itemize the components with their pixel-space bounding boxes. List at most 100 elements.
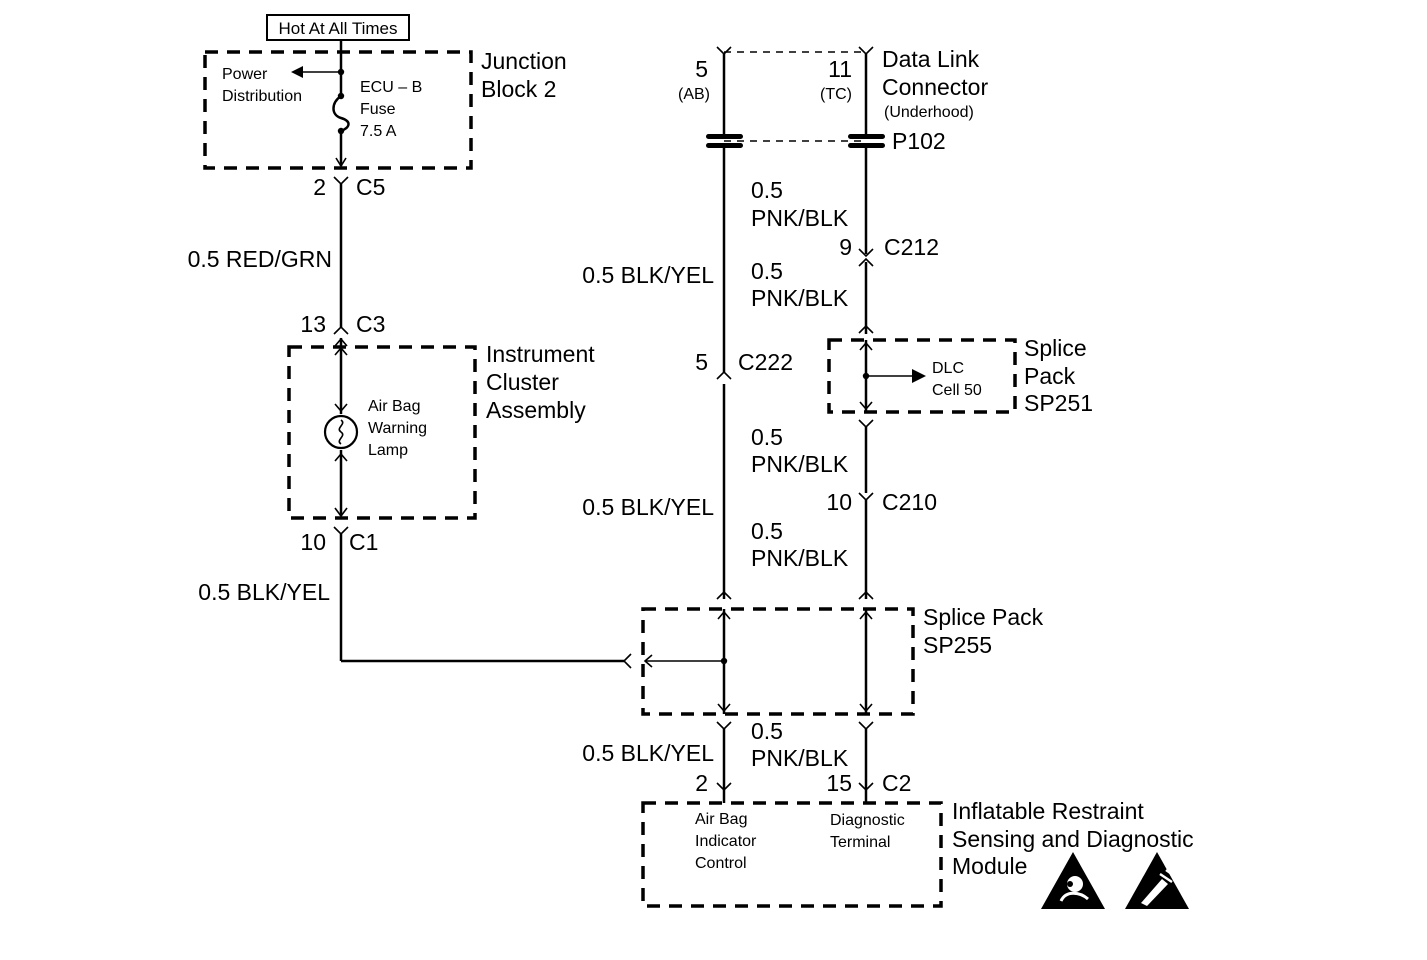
junction-block-box <box>203 50 473 170</box>
wire-pnk-blk-5-size: 0.5 <box>751 718 783 744</box>
sp251-dlc-label-1: DLC <box>932 360 964 377</box>
fuse-label-3: 7.5 A <box>360 123 397 140</box>
c5-connector-icon <box>333 176 349 186</box>
c3-pin: 13 <box>300 311 326 337</box>
sp255-title-1: Splice Pack <box>923 604 1044 630</box>
pin-arrow-icon <box>334 346 348 356</box>
wire-blk-yel-mid-label: 0.5 BLK/YEL <box>582 494 714 520</box>
wire-pnk-blk-1-color: PNK/BLK <box>751 205 849 231</box>
pin-arrow-icon <box>334 337 348 347</box>
pin-arrow-icon <box>858 590 874 600</box>
c212-pin: 9 <box>839 234 852 260</box>
wire-pnk-blk-3-size: 0.5 <box>751 424 783 450</box>
wire-pnk-blk-2-size: 0.5 <box>751 258 783 284</box>
dlc-cell-arrow-icon <box>912 369 926 383</box>
p102-connector-tc-icon <box>848 134 885 148</box>
wire-pnk-blk-5-color: PNK/BLK <box>751 745 849 771</box>
dlc-title-1: Data Link <box>882 46 980 72</box>
pin-arrow-icon <box>622 653 632 669</box>
dlc-label-ab: (AB) <box>678 86 710 103</box>
p102-connector-ab-icon <box>706 134 743 148</box>
module-title-3: Module <box>952 853 1027 879</box>
pin-arrow-icon <box>334 403 348 413</box>
hot-at-all-times-box <box>266 14 410 41</box>
p102-label: P102 <box>892 128 946 154</box>
c1-connector-icon <box>333 526 349 536</box>
sp255-title-2: SP255 <box>923 632 992 658</box>
c1-name: C1 <box>349 529 378 555</box>
wire-pnk-blk-4-color: PNK/BLK <box>751 545 849 571</box>
wire-pnk-blk-2-color: PNK/BLK <box>751 285 849 311</box>
c210-pin: 10 <box>826 489 852 515</box>
esd-warning-icon <box>1125 852 1189 909</box>
fuse-label-2: Fuse <box>360 101 396 118</box>
module-box <box>641 801 943 908</box>
pin-arrow-icon <box>858 324 874 334</box>
pin-arrow-icon <box>717 703 731 713</box>
c5-name: C5 <box>356 174 385 200</box>
junction-block-title-2: Block 2 <box>481 76 556 102</box>
sp251-title-1: Splice <box>1024 335 1087 361</box>
instrument-cluster-title-2: Cluster <box>486 369 559 395</box>
sp255-box <box>641 607 915 716</box>
fuse-icon <box>332 94 350 133</box>
dlc-pin-tc-icon <box>858 46 874 56</box>
hot-at-all-times-label: Hot At All Times <box>278 19 397 38</box>
instrument-cluster-title-3: Assembly <box>486 397 586 423</box>
wire-pnk-blk-4-size: 0.5 <box>751 518 783 544</box>
c210-connector-icon <box>858 492 874 502</box>
pin-arrow-icon <box>716 590 732 600</box>
wire-pnk-blk-1-size: 0.5 <box>751 177 783 203</box>
c212-connector-icon <box>858 257 874 267</box>
pin-arrow-icon <box>859 610 873 620</box>
module-right-label-2: Terminal <box>830 834 890 851</box>
wire-blk-yel-lower-label: 0.5 BLK/YEL <box>582 740 714 766</box>
sp251-box <box>827 338 1017 414</box>
module-title-2: Sensing and Diagnostic <box>952 826 1194 852</box>
power-distribution-label-1: Power <box>222 66 268 83</box>
pin-arrow-icon <box>717 610 731 620</box>
warning-lamp-icon <box>323 414 359 450</box>
sp251-dlc-label-2: Cell 50 <box>932 382 982 399</box>
module-left-label-1: Air Bag <box>695 811 747 828</box>
instrument-cluster-box <box>287 345 477 520</box>
dlc-pin-tc: 11 <box>828 56 852 82</box>
wire-red-grn-label: 0.5 RED/GRN <box>188 246 332 272</box>
module-title-1: Inflatable Restraint <box>952 798 1144 824</box>
pin-arrow-icon <box>335 157 347 168</box>
junction-block-title-1: Junction <box>481 48 567 74</box>
c3-name: C3 <box>356 311 385 337</box>
wire-blk-yel-upper-label: 0.5 BLK/YEL <box>582 262 714 288</box>
lamp-filament-icon <box>338 419 344 445</box>
sp251-title-2: Pack <box>1024 363 1076 389</box>
lamp-label-3: Lamp <box>368 442 408 459</box>
pin-arrow-icon <box>858 419 874 429</box>
dlc-title-3: (Underhood) <box>884 104 974 121</box>
c222-pin: 5 <box>695 349 708 375</box>
fuse-label-1: ECU – B <box>360 79 422 96</box>
c3-connector-icon <box>333 325 349 335</box>
c212-connector-icon <box>858 248 874 258</box>
pin-arrow-icon <box>716 721 732 731</box>
power-distribution-label-2: Distribution <box>222 88 302 105</box>
c222-name: C222 <box>738 349 793 375</box>
pin-arrow-icon <box>334 507 348 518</box>
pin-arrow-icon <box>859 401 873 411</box>
c2-pin-b: 15 <box>826 770 852 796</box>
pin-arrow-icon <box>859 341 873 351</box>
module-left-label-3: Control <box>695 855 747 872</box>
dlc-pin-ab: 5 <box>695 56 708 82</box>
splice-dot <box>337 68 345 76</box>
c5-pin: 2 <box>313 174 326 200</box>
dlc-label-tc: (TC) <box>820 86 852 103</box>
pin-arrow-icon <box>643 654 653 668</box>
lamp-label-2: Warning <box>368 420 427 437</box>
c2-name: C2 <box>882 770 911 796</box>
c212-name: C212 <box>884 234 939 260</box>
instrument-cluster-title-1: Instrument <box>486 341 595 367</box>
power-distribution-arrow-icon <box>291 66 303 78</box>
airbag-warning-icon <box>1041 852 1105 909</box>
module-right-label-1: Diagnostic <box>830 812 905 829</box>
wire-blk-yel-left-label: 0.5 BLK/YEL <box>198 579 330 605</box>
